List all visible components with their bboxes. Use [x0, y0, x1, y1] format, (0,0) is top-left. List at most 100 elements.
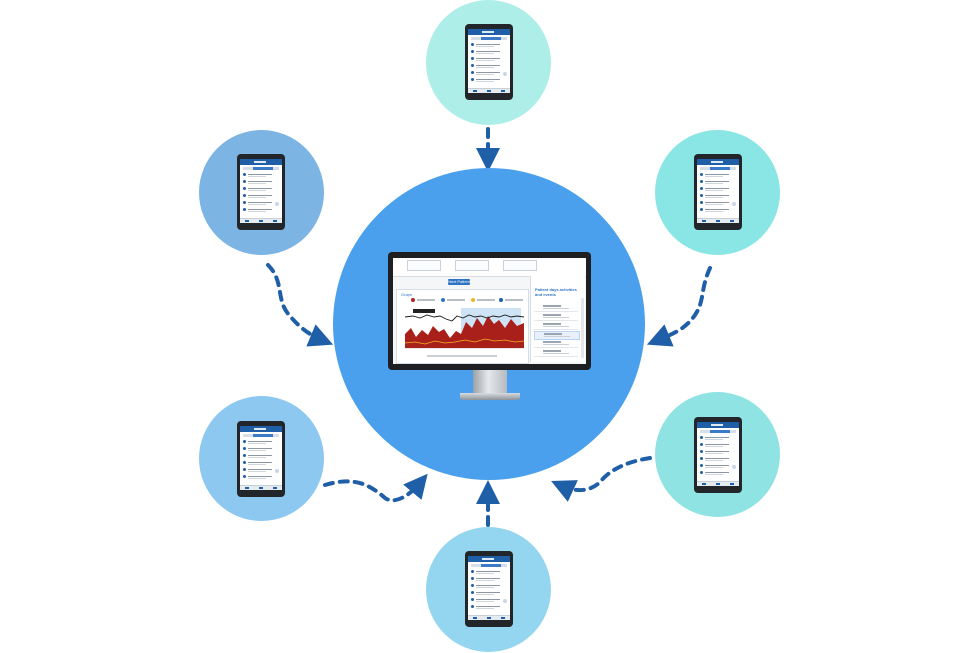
app-list-item[interactable] [243, 454, 279, 458]
app-list-item[interactable] [243, 475, 279, 479]
app-search-bar[interactable] [243, 167, 279, 170]
app-list-item[interactable] [243, 180, 279, 184]
phone-lower-right [694, 417, 742, 493]
app-list-item[interactable] [243, 461, 279, 465]
app-list-item[interactable] [471, 598, 507, 602]
app-list-item[interactable] [243, 173, 279, 177]
app-list-item[interactable] [700, 450, 736, 454]
app-list-item[interactable] [471, 50, 507, 54]
monitor-neck [473, 370, 507, 393]
phone-upper-left [237, 154, 285, 230]
app-list-item[interactable] [700, 471, 736, 475]
app-list-item[interactable] [700, 208, 736, 212]
app-bottom-nav[interactable] [468, 88, 510, 93]
phone-screen [240, 426, 282, 490]
events-scrollbar[interactable] [581, 298, 584, 358]
app-list-item[interactable] [471, 78, 507, 82]
app-list-item[interactable] [471, 584, 507, 588]
app-bottom-nav[interactable] [697, 481, 739, 486]
dashboard-tab [455, 260, 489, 271]
app-list-item[interactable] [471, 71, 507, 75]
app-list-item[interactable] [700, 173, 736, 177]
event-row[interactable] [534, 304, 578, 312]
graph-panel: Graph [396, 289, 529, 364]
app-status-dot [275, 202, 279, 206]
app-list-item[interactable] [700, 194, 736, 198]
app-list-item[interactable] [471, 570, 507, 574]
app-bottom-nav[interactable] [468, 615, 510, 620]
arrow-lower-left [323, 473, 428, 503]
monitor-bezel: Next Patient Graph Patient days [388, 252, 591, 370]
desktop-monitor: Next Patient Graph Patient days [388, 252, 591, 404]
event-row[interactable] [534, 313, 578, 321]
app-bottom-nav[interactable] [240, 218, 282, 223]
app-header [697, 159, 739, 165]
app-list-item[interactable] [243, 187, 279, 191]
event-row-selected[interactable] [534, 331, 580, 340]
phone-screen [468, 556, 510, 620]
app-header [468, 29, 510, 35]
app-list-item[interactable] [471, 43, 507, 47]
app-status-dot [503, 599, 507, 603]
app-list-item[interactable] [243, 447, 279, 451]
app-list-item[interactable] [471, 577, 507, 581]
phone-screen [697, 159, 739, 223]
phone-top [465, 24, 513, 100]
event-row[interactable] [534, 349, 578, 357]
events-panel-title: Patient days activities and events [535, 287, 577, 297]
graph-title: Graph [401, 292, 413, 297]
arrow-upper-right [646, 266, 712, 347]
app-list-item[interactable] [243, 468, 279, 472]
arrow-lower-right [551, 456, 652, 502]
activity-chart [405, 308, 524, 349]
app-status-dot [275, 469, 279, 473]
app-list-item[interactable] [700, 464, 736, 468]
legend-item [441, 298, 467, 302]
phone-screen [697, 422, 739, 486]
app-list-item[interactable] [471, 591, 507, 595]
phone-screen [240, 159, 282, 223]
app-header [240, 426, 282, 432]
chart-label-box [413, 309, 435, 313]
app-list-item[interactable] [700, 180, 736, 184]
app-list-item[interactable] [700, 436, 736, 440]
app-list-item[interactable] [700, 457, 736, 461]
next-patient-button[interactable]: Next Patient [448, 279, 470, 285]
series-line-black [405, 314, 524, 322]
dashboard-tab [407, 260, 441, 271]
app-list-item[interactable] [243, 440, 279, 444]
phone-upper-right [694, 154, 742, 230]
phone-bottom [465, 551, 513, 627]
legend-item [499, 298, 525, 302]
app-list-item[interactable] [243, 208, 279, 212]
phone-lower-left [237, 421, 285, 497]
app-list-item[interactable] [471, 64, 507, 68]
app-search-bar[interactable] [243, 434, 279, 437]
dashboard-tab [503, 260, 537, 271]
app-bottom-nav[interactable] [240, 485, 282, 490]
app-list-item[interactable] [700, 187, 736, 191]
app-search-bar[interactable] [700, 167, 736, 170]
monitor-stand [460, 393, 520, 400]
app-header [240, 159, 282, 165]
app-search-bar[interactable] [700, 430, 736, 433]
app-search-bar[interactable] [471, 564, 507, 567]
app-list-item[interactable] [700, 201, 736, 205]
app-list-item[interactable] [243, 201, 279, 205]
app-header [697, 422, 739, 428]
app-list-item[interactable] [243, 194, 279, 198]
app-list-item[interactable] [471, 57, 507, 61]
app-bottom-nav[interactable] [697, 218, 739, 223]
event-row[interactable] [534, 322, 578, 330]
monitor-screen: Next Patient Graph Patient days [393, 258, 586, 364]
app-search-bar[interactable] [471, 37, 507, 40]
series-area-red [405, 316, 524, 348]
events-side-panel: Patient days activities and events [530, 276, 585, 362]
app-list-item[interactable] [700, 443, 736, 447]
app-list-item[interactable] [471, 605, 507, 609]
event-row[interactable] [534, 340, 578, 348]
dashboard-top-panel [393, 258, 586, 277]
series-line-yellow [405, 338, 524, 345]
app-status-dot [732, 202, 736, 206]
